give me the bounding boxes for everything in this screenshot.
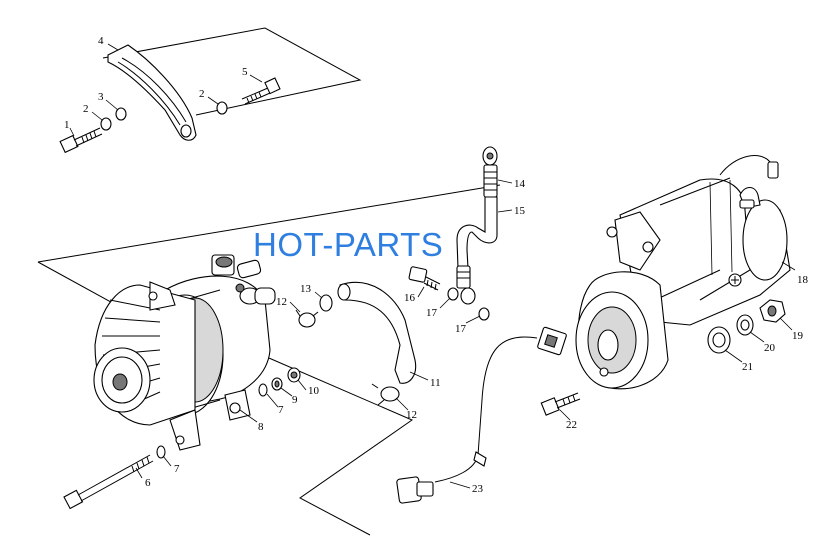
oil-hose-11: [337, 281, 417, 384]
bolt-22: [540, 392, 581, 416]
callout-13: 13: [300, 283, 312, 295]
callout-1: 1: [64, 119, 70, 131]
washer-17a: [447, 287, 459, 301]
bolt-5: [241, 77, 281, 105]
bolt-6: [63, 454, 154, 510]
callout-19: 19: [792, 330, 804, 342]
starter-motor: [575, 155, 791, 390]
callout-21: 21: [742, 361, 753, 373]
wiring-harness-23: [396, 326, 567, 504]
washer-17b: [478, 307, 490, 321]
callout-8: 8: [258, 421, 264, 433]
callout-12b: 12: [406, 409, 417, 421]
watermark-text: HOT-PARTS: [253, 226, 444, 263]
banjo-bolt-16: [408, 266, 441, 291]
adjusting-bracket: [107, 44, 197, 141]
callout-23: 23: [472, 483, 484, 495]
washer-7b: [258, 383, 268, 397]
callout-12a: 12: [276, 296, 287, 308]
callout-2b: 2: [199, 88, 205, 100]
assembly-plane-lines: [37, 27, 501, 536]
washer-2: [100, 117, 112, 131]
callout-5: 5: [242, 66, 248, 78]
oil-pipe-15: [456, 196, 498, 305]
callout-2: 2: [83, 103, 89, 115]
hose-clamp-12b: [371, 383, 400, 406]
callout-14: 14: [514, 178, 526, 190]
callout-10: 10: [308, 385, 320, 397]
callout-20: 20: [764, 342, 776, 354]
callout-labels: 1 2 3 4 2 5 6 7 7 8 9 10 11 12 12 13 14 …: [64, 35, 809, 495]
nut-19: [759, 299, 786, 323]
washer-20: [736, 314, 754, 336]
callout-17a: 17: [426, 307, 438, 319]
washer-3: [115, 107, 127, 121]
callout-7b: 7: [278, 404, 284, 416]
fitting-13: [319, 294, 333, 312]
callout-4: 4: [98, 35, 104, 47]
washer-21: [707, 326, 731, 354]
callout-16: 16: [404, 292, 416, 304]
oil-pipe-14: [482, 146, 498, 198]
callout-6: 6: [145, 477, 151, 489]
leader-lines: [69, 43, 796, 489]
callout-7a: 7: [174, 463, 180, 475]
callout-11: 11: [430, 377, 441, 389]
washer-2b: [216, 101, 228, 115]
washer-9-hole: [274, 380, 280, 388]
alternator: [93, 254, 276, 451]
callout-3: 3: [98, 91, 104, 103]
callout-22: 22: [566, 419, 577, 431]
hose-clamp-12a: [295, 309, 319, 328]
callout-18: 18: [797, 274, 809, 286]
nut-10-hole: [290, 371, 298, 379]
bolt-1: [59, 127, 103, 154]
callout-9: 9: [292, 394, 298, 406]
callout-17b: 17: [455, 323, 467, 335]
callout-15: 15: [514, 205, 526, 217]
washer-7a: [156, 445, 166, 459]
